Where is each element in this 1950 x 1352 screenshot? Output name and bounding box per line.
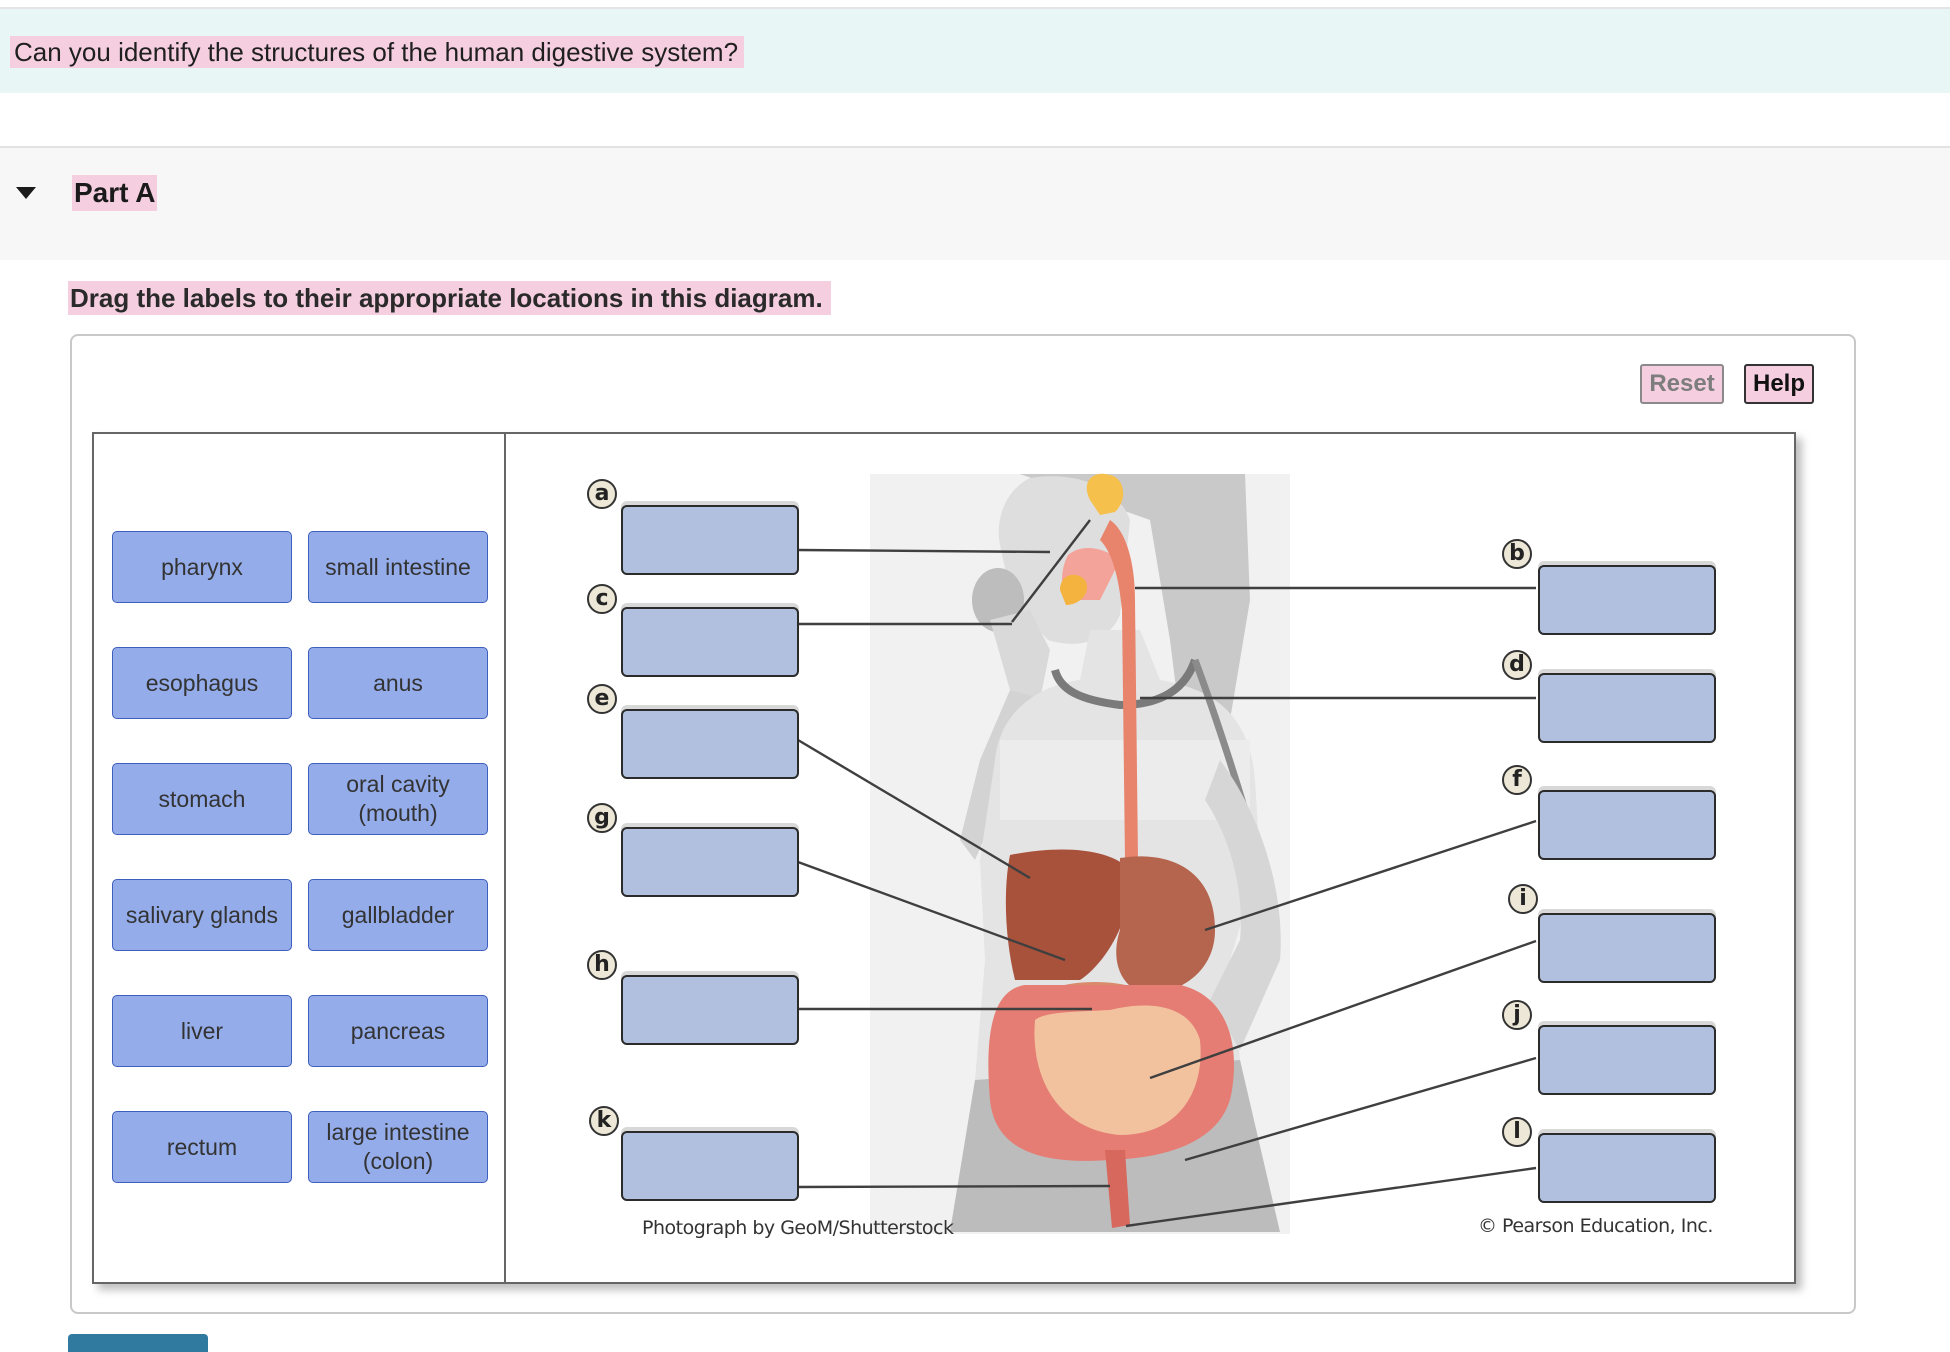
liver-shape <box>1005 849 1131 980</box>
drop-target-b[interactable] <box>1538 565 1716 635</box>
label-chip-gallbladder[interactable]: gallbladder <box>308 879 488 951</box>
leader-line-e <box>797 738 1031 880</box>
salivary-gland-upper <box>1086 473 1124 515</box>
question-text: Can you identify the structures of the h… <box>10 36 745 68</box>
small-intestine-shape <box>1034 1005 1201 1135</box>
label-chip-pancreas[interactable]: pancreas <box>308 995 488 1067</box>
label-chip-oral-cavity[interactable]: oral cavity (mouth) <box>308 763 488 835</box>
marker-d: d <box>1502 650 1532 680</box>
drop-target-c[interactable] <box>621 607 799 677</box>
label-bank-divider <box>504 432 506 1284</box>
leader-line-g <box>797 860 1066 962</box>
marker-i: i <box>1508 884 1538 914</box>
label-chip-rectum[interactable]: rectum <box>112 1111 292 1183</box>
leader-lines <box>797 519 1537 1228</box>
drop-target-i[interactable] <box>1538 913 1716 983</box>
drop-target-l[interactable] <box>1538 1133 1716 1203</box>
head-silhouette <box>998 476 1130 644</box>
collapse-caret-icon[interactable] <box>16 187 36 199</box>
part-header[interactable] <box>0 148 1950 260</box>
leader-line-j <box>1184 1056 1537 1162</box>
leader-line-l <box>1125 1166 1537 1228</box>
submit-button[interactable] <box>68 1334 208 1352</box>
esophagus-shape <box>1100 520 1138 860</box>
label-chip-liver[interactable]: liver <box>112 995 292 1067</box>
marker-e: e <box>587 684 617 714</box>
hair-silhouette <box>1020 474 1250 760</box>
necklace-strap <box>1051 658 1199 710</box>
part-divider <box>0 146 1950 148</box>
drop-target-d[interactable] <box>1538 673 1716 743</box>
leader-line-k <box>797 1184 1111 1189</box>
reset-button[interactable]: Reset <box>1640 364 1724 404</box>
leader-line-a <box>797 548 1051 554</box>
marker-k: k <box>589 1106 619 1136</box>
drop-target-f[interactable] <box>1538 790 1716 860</box>
stomach-shape <box>1116 856 1215 995</box>
label-chip-large-intestine[interactable]: large intestine (colon) <box>308 1111 488 1183</box>
drop-target-h[interactable] <box>621 975 799 1045</box>
label-chip-pharynx[interactable]: pharynx <box>112 531 292 603</box>
drop-target-j[interactable] <box>1538 1025 1716 1095</box>
drop-target-e[interactable] <box>621 709 799 779</box>
help-button[interactable]: Help <box>1744 364 1814 404</box>
drop-target-k[interactable] <box>621 1131 799 1201</box>
marker-j: j <box>1502 1000 1532 1030</box>
part-title[interactable]: Part A <box>72 175 158 211</box>
marker-a: a <box>587 479 617 509</box>
drop-target-a[interactable] <box>621 505 799 575</box>
copyright-notice: © Pearson Education, Inc. <box>1478 1215 1713 1237</box>
label-chip-esophagus[interactable]: esophagus <box>112 647 292 719</box>
leader-line-a-diag <box>1011 519 1091 623</box>
leader-line-f <box>1204 819 1537 932</box>
label-chip-salivary-glands[interactable]: salivary glands <box>112 879 292 951</box>
photo-credit: Photograph by GeoM/Shutterstock <box>642 1217 954 1239</box>
label-chip-stomach[interactable]: stomach <box>112 763 292 835</box>
marker-c: c <box>587 584 617 614</box>
marker-l: l <box>1502 1117 1532 1147</box>
marker-b: b <box>1502 539 1532 569</box>
leader-line-i <box>1149 939 1537 1080</box>
right-arm <box>1205 760 1281 1050</box>
rectum-shape <box>1105 1150 1130 1228</box>
marker-f: f <box>1502 765 1532 795</box>
hand-silhouette <box>990 610 1050 700</box>
instruction-text: Drag the labels to their appropriate loc… <box>68 281 831 315</box>
label-chip-small-intestine[interactable]: small intestine <box>308 531 488 603</box>
marker-h: h <box>587 950 617 980</box>
label-chip-anus[interactable]: anus <box>308 647 488 719</box>
top-divider <box>0 7 1950 9</box>
salivary-gland-lower <box>1060 574 1088 605</box>
drop-target-g[interactable] <box>621 827 799 897</box>
marker-g: g <box>587 803 617 833</box>
